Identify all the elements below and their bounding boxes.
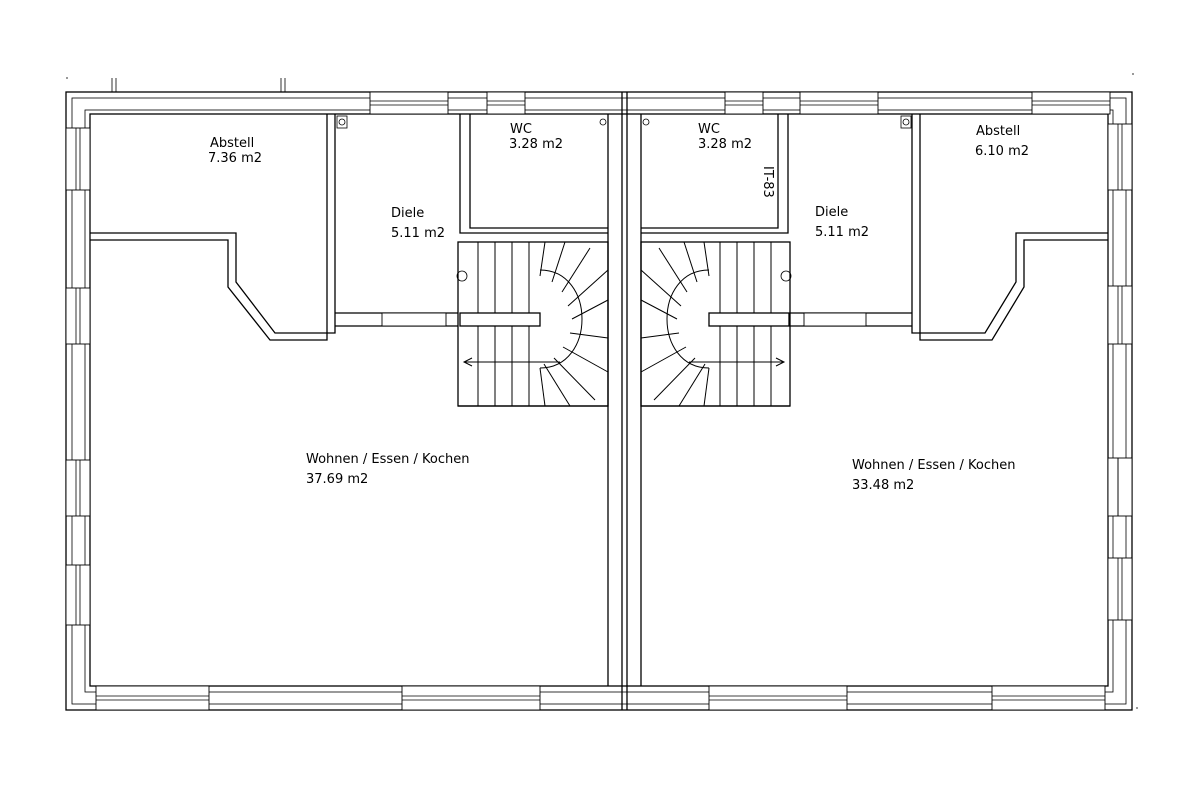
vertical-code-label: IT-83 (760, 166, 775, 198)
stair-right (640, 241, 792, 407)
party-wall (607, 92, 642, 710)
windows-top (369, 91, 1111, 115)
shafts (336, 115, 912, 129)
room-name: Wohnen / Essen / Kochen (306, 452, 470, 467)
windows-bottom (95, 685, 1106, 711)
windows-left (65, 127, 91, 626)
room-area: 5.11 m2 (815, 225, 869, 240)
room-name: Abstell (976, 124, 1020, 139)
room-wohnen-right: Wohnen / Essen / Kochen 33.48 m2 (852, 458, 1016, 493)
room-area: 33.48 m2 (852, 478, 914, 493)
room-wohnen-left: Wohnen / Essen / Kochen 37.69 m2 (306, 452, 470, 487)
left-unit-walls (90, 114, 608, 341)
room-name: Abstell (210, 136, 254, 151)
room-abstell-right: Abstell 6.10 m2 (975, 124, 1029, 159)
corner-marks (66, 73, 1138, 709)
right-unit-walls (641, 114, 1108, 341)
stair-left (456, 241, 609, 407)
room-name: WC (698, 122, 720, 137)
room-area: 6.10 m2 (975, 144, 1029, 159)
room-area: 5.11 m2 (391, 226, 445, 241)
room-wc-right: WC 3.28 m2 (698, 122, 752, 152)
room-area: 7.36 m2 (208, 151, 262, 166)
room-area: 3.28 m2 (509, 137, 563, 152)
room-diele-right: Diele 5.11 m2 (815, 205, 869, 240)
room-diele-left: Diele 5.11 m2 (391, 206, 445, 241)
room-name: WC (510, 122, 532, 137)
windows-right (1107, 123, 1133, 621)
room-area: 3.28 m2 (698, 137, 752, 152)
room-area: 37.69 m2 (306, 472, 368, 487)
room-wc-left: WC 3.28 m2 (509, 122, 563, 152)
room-abstell-left: Abstell 7.36 m2 (208, 136, 262, 166)
exterior-walls (65, 91, 1133, 711)
room-name: Diele (391, 206, 424, 221)
room-name: Diele (815, 205, 848, 220)
room-name: Wohnen / Essen / Kochen (852, 458, 1016, 473)
